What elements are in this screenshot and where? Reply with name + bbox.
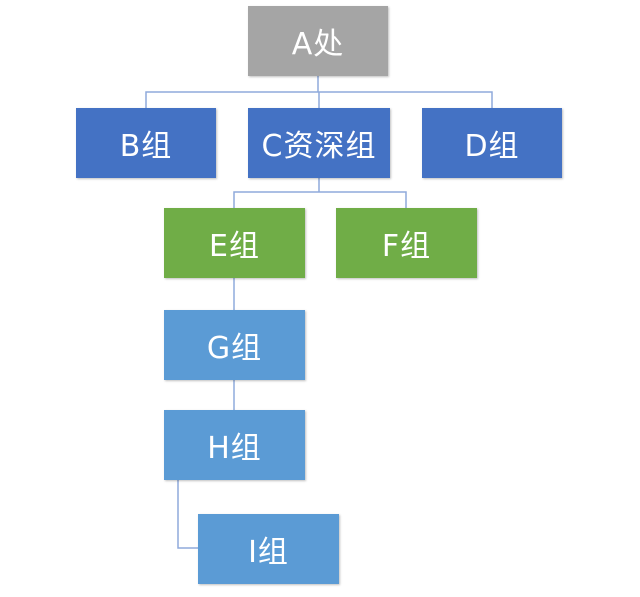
node-e: E组 xyxy=(164,208,305,278)
node-f-label: F组 xyxy=(381,229,432,264)
node-g: G组 xyxy=(164,310,305,380)
node-h: H组 xyxy=(164,410,305,480)
node-c: C资深组 xyxy=(248,108,390,178)
node-e-label: E组 xyxy=(209,229,260,264)
connector-a-children xyxy=(145,76,493,108)
node-i-label: I组 xyxy=(248,535,289,570)
node-c-label: C资深组 xyxy=(261,129,377,164)
node-d: D组 xyxy=(422,108,562,178)
node-a-label: A处 xyxy=(291,27,345,62)
node-b: B组 xyxy=(76,108,216,178)
connector-c-children xyxy=(233,178,407,208)
node-a: A处 xyxy=(248,6,388,76)
node-h-label: H组 xyxy=(207,431,262,466)
node-i: I组 xyxy=(198,514,339,584)
node-g-label: G组 xyxy=(206,331,263,366)
node-b-label: B组 xyxy=(119,129,173,164)
node-d-label: D组 xyxy=(464,129,520,164)
node-f: F组 xyxy=(336,208,477,278)
connector-h-i xyxy=(177,480,198,549)
